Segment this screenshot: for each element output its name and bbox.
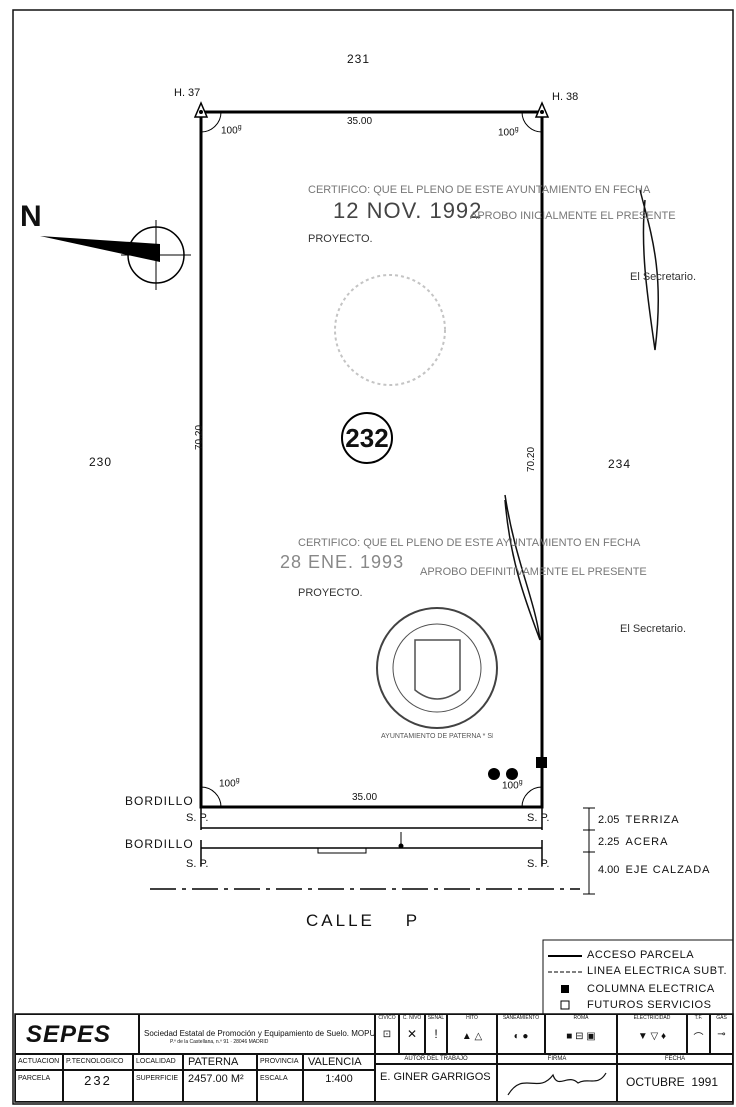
provincia-value-cell: VALENCIA	[303, 1054, 375, 1070]
street-width-eje: 4.00 EJE CALZADA	[598, 864, 711, 876]
fecha-header: FECHA	[617, 1054, 733, 1064]
stamp1-secretary: El Secretario.	[630, 271, 697, 283]
stamp2-line1: CERTIFICO: QUE EL PLENO DE ESTE AYUNTAMI…	[298, 537, 641, 549]
street-width-acera: 2.25 ACERA	[598, 836, 669, 848]
sp-top-left: S. P.	[186, 812, 209, 824]
localidad-header: LOCALIDAD	[133, 1054, 183, 1070]
stamp2-line3: PROYECTO.	[298, 587, 363, 599]
parcela-value-cell: 232	[63, 1070, 133, 1102]
angle-bottom-right: 100g	[502, 779, 523, 792]
superficie-value: 2457.00 M²	[188, 1073, 244, 1085]
stamp2-line2: APROBO DEFINITIVAMENTE EL PRESENTE	[420, 566, 647, 578]
stamp1-line1: CERTIFICO: QUE EL PLENO DE ESTE AYUNTAMI…	[308, 184, 651, 196]
provincia-value: VALENCIA	[308, 1056, 362, 1068]
seal-text: AYUNTAMIENTO DE PATERNA * SECRETARIA *	[381, 733, 493, 740]
corner-marker-h37	[193, 101, 209, 118]
legend-symbols	[548, 955, 582, 1010]
dimension-left: 70.20	[194, 424, 205, 450]
autor-value-cell: E. GINER GARRIGOS	[375, 1064, 497, 1102]
escala-value-cell: 1:400	[303, 1070, 375, 1102]
service-hito: HITO▲ △	[447, 1014, 497, 1054]
fecha-value: OCTUBRE 1991	[626, 1075, 719, 1089]
dimension-right: 70.20	[526, 446, 537, 472]
escala-header: ESCALA	[257, 1070, 303, 1102]
parcela-value: 232	[84, 1073, 112, 1088]
superficie-value-cell: 2457.00 M²	[183, 1070, 257, 1102]
adjacent-parcel-top: 231	[347, 52, 371, 66]
angle-bottom-left: 100g	[219, 777, 240, 790]
service-civico: CIVICO⊡	[375, 1014, 399, 1054]
stamp1-date: 12 NOV. 1992	[333, 198, 483, 223]
signature-top	[639, 189, 660, 351]
sp-bottom-right: S. P.	[527, 858, 550, 870]
stamp1-line2: APROBO INICIALMENTE EL PRESENTE	[470, 210, 676, 222]
service-senal: SEÑAL!	[425, 1014, 447, 1054]
parcela-header: PARCELA	[15, 1070, 63, 1102]
sepes-logo: SEPES	[26, 1021, 112, 1048]
parcel-number-circle	[341, 412, 393, 464]
service-saneamiento: SANEAMIENTO◐ ●	[497, 1014, 545, 1054]
legend-futuros: FUTUROS SERVICIOS	[587, 999, 712, 1011]
municipal-seal	[376, 607, 498, 729]
street-width-terriza: 2.05 TERRIZA	[598, 814, 680, 826]
legend-columna: COLUMNA ELECTRICA	[587, 983, 715, 995]
company-cell: Sociedad Estatal de Promoción y Equipami…	[139, 1014, 375, 1054]
firma-header: FIRMA	[497, 1054, 617, 1064]
corner-label-left: H. 37	[174, 87, 201, 99]
parcel-number: 232	[345, 423, 389, 453]
autor-header: AUTOR DEL TRABAJO	[375, 1054, 497, 1064]
author-signature	[507, 1072, 607, 1096]
angle-top-left: 100g	[221, 124, 242, 137]
sp-bottom-left: S. P.	[186, 858, 209, 870]
company-address: P.º de la Castellana, n.º 91 · 28046 MAD…	[170, 1039, 269, 1045]
provincia-header: PROVINCIA	[257, 1054, 303, 1070]
superficie-header: SUPERFICIE	[133, 1070, 183, 1102]
adjacent-parcel-right: 234	[608, 457, 632, 471]
service-electricidad: ELECTRICIDAD▼ ▽ ♦	[617, 1014, 687, 1054]
stamp2-secretary: El Secretario.	[620, 623, 687, 635]
autor-value: E. GINER GARRIGOS	[380, 1071, 491, 1083]
legend-linea: LINEA ELECTRICA SUBT.	[587, 965, 728, 977]
service-nivo: C. NIVO✕	[399, 1014, 425, 1054]
bordillo-label-top: BORDILLO	[125, 794, 194, 808]
ptecnologico-cell: P.TECNOLOGICO	[63, 1054, 133, 1070]
corner-label-right: H. 38	[552, 91, 579, 103]
corner-marker-h38	[534, 101, 550, 118]
service-roma: ROMA■ ⊟ ▣	[545, 1014, 617, 1054]
dimension-top: 35.00	[347, 116, 373, 127]
dimension-bottom: 35.00	[352, 792, 378, 803]
north-label: N	[20, 200, 42, 233]
bordillo-label-bottom: BORDILLO	[125, 837, 194, 851]
firma-value-cell	[497, 1064, 617, 1102]
stamp1-line3: PROYECTO.	[308, 233, 373, 245]
logo-cell: SEPES	[15, 1014, 139, 1054]
parcel-outline	[199, 110, 544, 809]
escala-value: 1:400	[325, 1073, 353, 1085]
localidad-value: PATERNA	[188, 1056, 239, 1068]
street-name: CALLE P	[306, 911, 421, 930]
stamp2-date: 28 ENE. 1993	[280, 552, 405, 572]
fecha-value-cell: OCTUBRE 1991	[617, 1064, 733, 1102]
faded-seal	[334, 274, 446, 386]
adjacent-parcel-left: 230	[89, 455, 113, 469]
service-gas: GAS⊸	[710, 1014, 733, 1054]
service-tf: T.F.⌒	[687, 1014, 710, 1054]
access-marker	[317, 847, 367, 854]
actuacion-cell: ACTUACION	[15, 1054, 63, 1070]
angle-top-right: 100g	[498, 126, 519, 139]
sp-top-right: S. P.	[527, 812, 550, 824]
signature-middle	[504, 494, 541, 641]
company-name: Sociedad Estatal de Promoción y Equipami…	[144, 1029, 375, 1038]
localidad-value-cell: PATERNA	[183, 1054, 257, 1070]
legend-acceso: ACCESO PARCELA	[587, 949, 695, 961]
north-arrow	[40, 220, 191, 290]
